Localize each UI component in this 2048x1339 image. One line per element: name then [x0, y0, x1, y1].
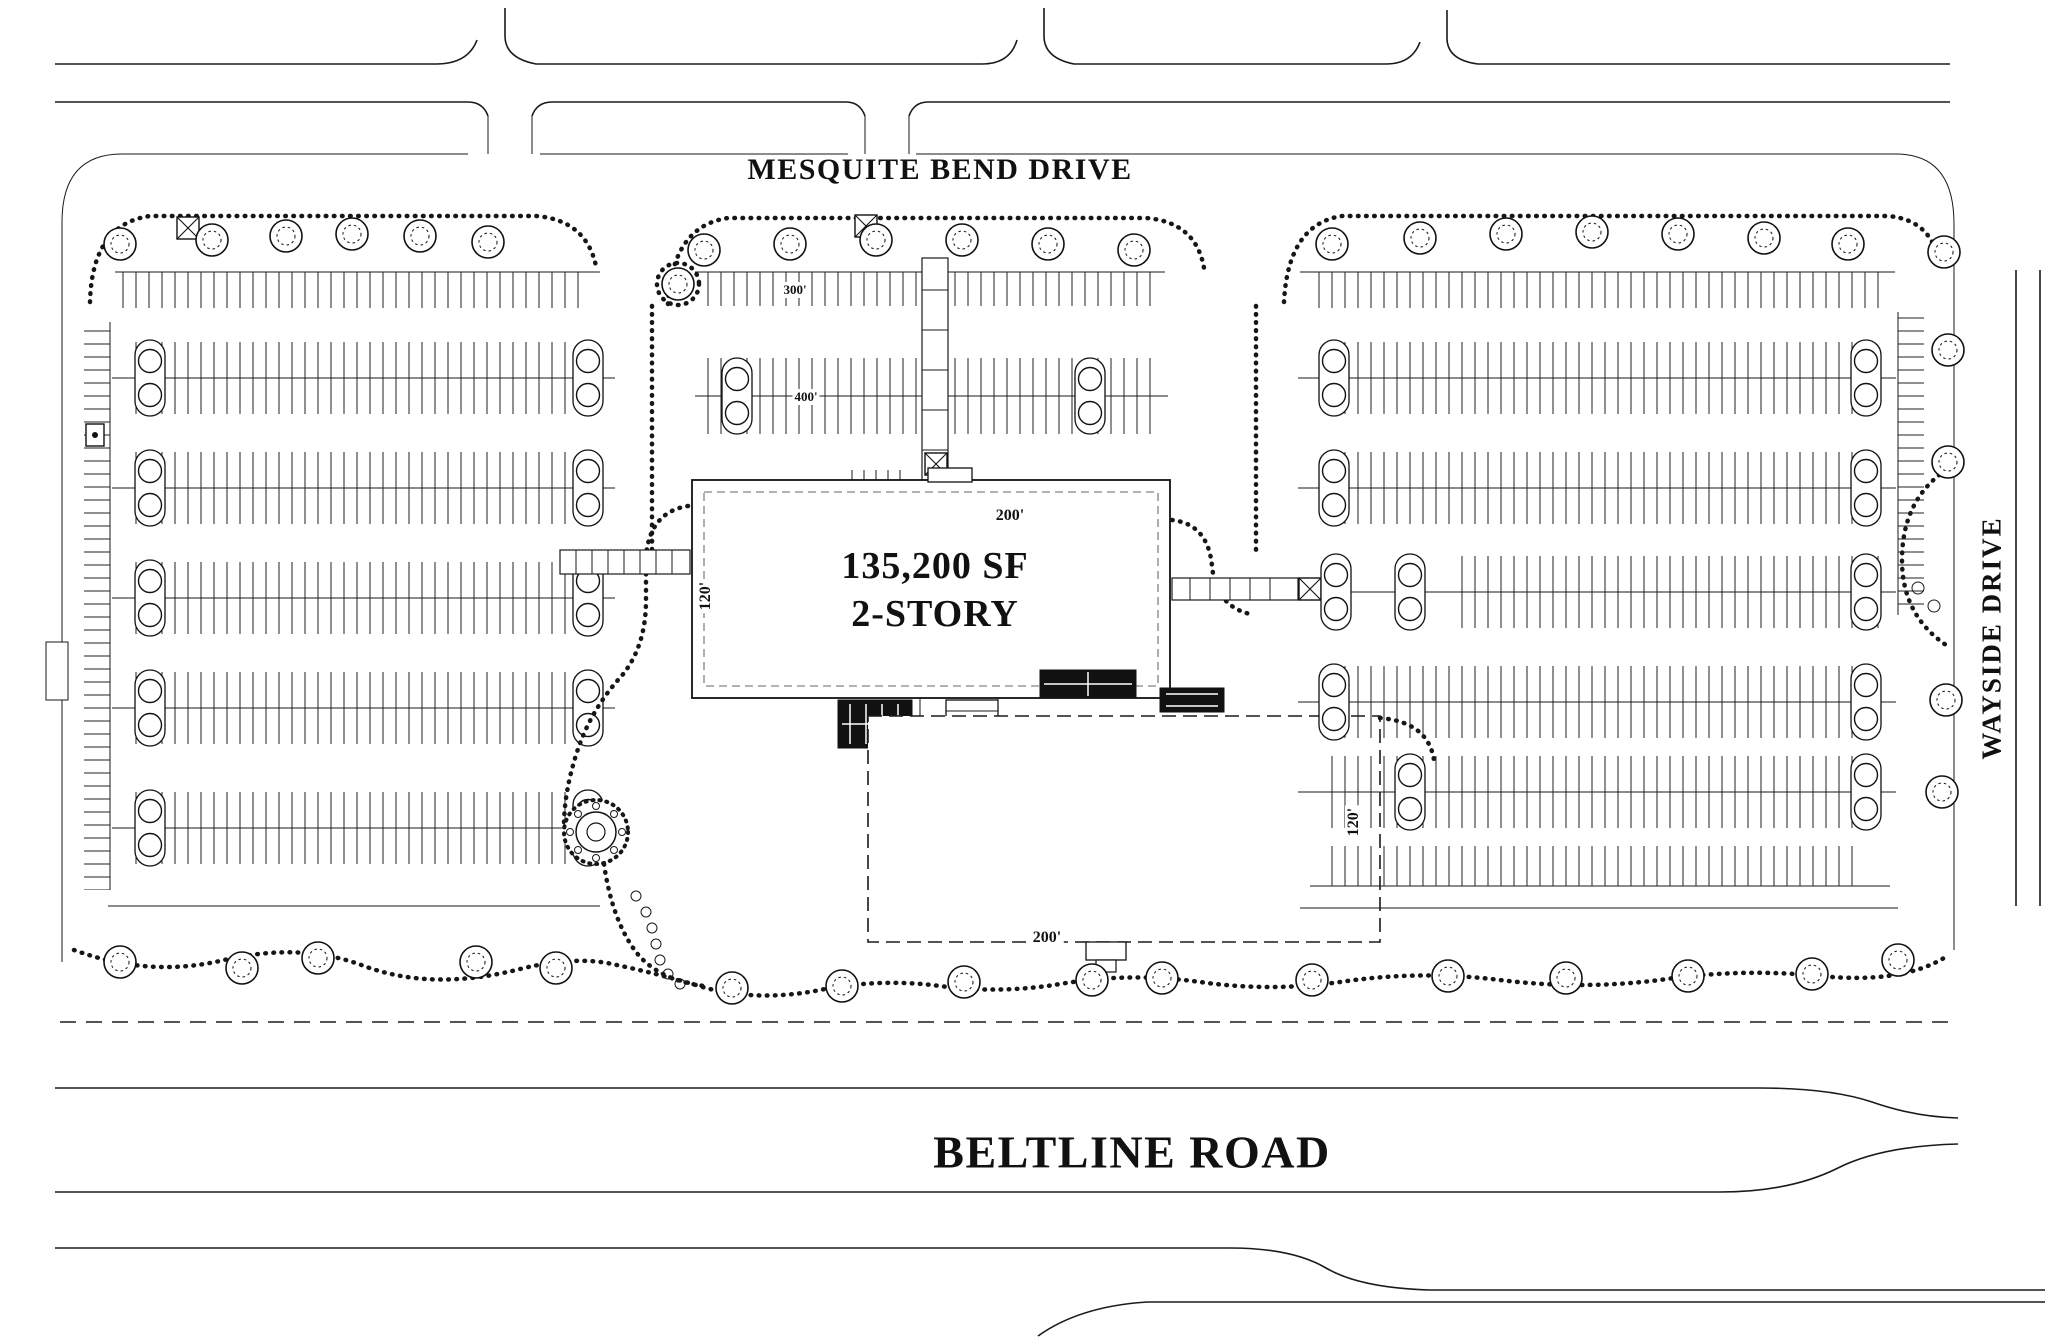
road-wayside [2015, 270, 2041, 906]
dimension-north-bay: 300' [781, 282, 809, 298]
dimension-upper-building-width: 200' [992, 507, 1028, 525]
dimension-upper-building-depth: 120' [697, 578, 715, 614]
parking-lot-east [1281, 213, 1949, 909]
parking-lot-center [649, 214, 1259, 559]
street-label-mesquite-bend-drive: MESQUITE BEND DRIVE [747, 153, 1133, 186]
building-stories-label: 2-STORY [851, 593, 1019, 635]
street-label-beltline-road: BELTLINE ROAD [933, 1126, 1331, 1178]
building-upper [691, 467, 1171, 699]
street-label-wayside-drive: WAYSIDE DRIVE [1976, 516, 2007, 760]
building-area-label: 135,200 SF [841, 545, 1029, 587]
road-beltline [55, 1087, 2045, 1337]
dimension-lower-building-width: 200' [1029, 929, 1065, 947]
south-landscape-edge [71, 947, 1947, 998]
building-lower [867, 715, 1381, 973]
plaza-landscape [559, 503, 1437, 990]
road-mesquite-bend [55, 8, 1950, 154]
dimension-lower-building-depth: 120' [1345, 804, 1363, 840]
parking-lot-west [84, 213, 615, 907]
dimension-mid-bay: 400' [792, 389, 820, 405]
